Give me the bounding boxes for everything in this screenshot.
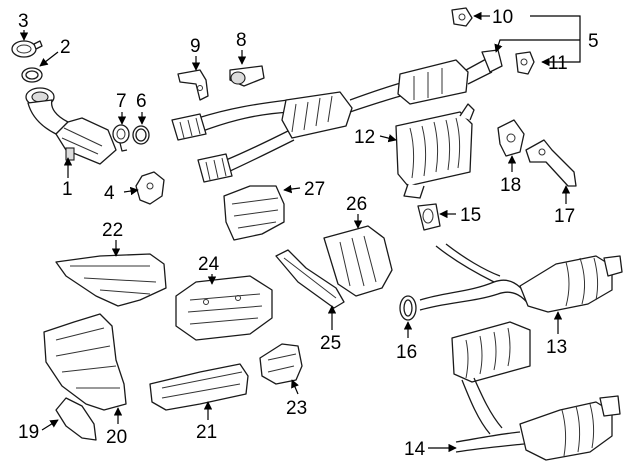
part-2-gasket — [21, 67, 43, 83]
part-17-hanger — [525, 139, 577, 187]
part-11-hanger — [515, 51, 535, 75]
callout-19: 19 — [18, 422, 39, 443]
part-26-heat-shield — [323, 225, 393, 297]
part-25-heat-shield — [275, 249, 345, 309]
callout-27: 27 — [304, 179, 325, 200]
part-10-clamp — [451, 7, 473, 27]
part-12-muffler — [395, 103, 475, 199]
callout-22: 22 — [102, 220, 123, 241]
part-16-gasket — [399, 295, 417, 321]
callout-8: 8 — [236, 30, 247, 51]
callout-18: 18 — [500, 175, 521, 196]
part-4-bracket — [135, 171, 165, 205]
callout-15: 15 — [460, 205, 481, 226]
part-15-clamp — [417, 203, 441, 231]
part-7-clamp — [112, 124, 130, 152]
part-20-heat-shield — [43, 313, 127, 411]
part-27-heat-shield — [223, 185, 285, 241]
callout-21: 21 — [196, 422, 217, 443]
part-19-heat-shield — [55, 397, 97, 441]
callout-3: 3 — [18, 11, 29, 32]
callout-20: 20 — [106, 427, 127, 448]
part-6-gasket — [132, 125, 150, 145]
callout-23: 23 — [286, 398, 307, 419]
callout-labels: 3 2 1 4 7 6 9 8 10 5 11 12 18 17 15 27 2… — [18, 7, 599, 460]
callout-14: 14 — [404, 439, 426, 460]
callout-24: 24 — [198, 254, 220, 275]
callout-10: 10 — [492, 7, 513, 28]
callout-13: 13 — [546, 337, 567, 358]
part-13-rear-muffler — [419, 243, 623, 313]
part-18-bracket — [497, 119, 525, 157]
callout-17: 17 — [554, 206, 575, 227]
callout-16: 16 — [396, 342, 417, 363]
callout-5: 5 — [588, 31, 599, 52]
leader-lines — [19, 11, 581, 453]
part-14-rear-muffler-assembly — [451, 321, 621, 461]
part-21-heat-shield — [149, 363, 249, 411]
part-23-heat-shield — [259, 343, 303, 385]
part-22-heat-shield — [55, 253, 167, 307]
part-9-hanger-bracket — [177, 69, 209, 101]
part-1-catalytic-converter — [25, 87, 117, 165]
callout-1: 1 — [62, 179, 73, 200]
part-24-heat-shield — [175, 275, 273, 341]
part-3-clamp — [11, 40, 43, 58]
callout-26: 26 — [346, 194, 367, 215]
part-intermediate-pipe-assembly — [171, 49, 503, 183]
callout-11: 11 — [548, 53, 568, 74]
callout-25: 25 — [320, 333, 341, 354]
callout-9: 9 — [190, 36, 201, 57]
callout-12: 12 — [354, 127, 375, 148]
callout-7: 7 — [116, 91, 127, 112]
part-8-hanger — [229, 65, 265, 87]
callout-4: 4 — [104, 183, 115, 204]
callout-6: 6 — [136, 91, 147, 112]
callout-2: 2 — [60, 37, 71, 58]
